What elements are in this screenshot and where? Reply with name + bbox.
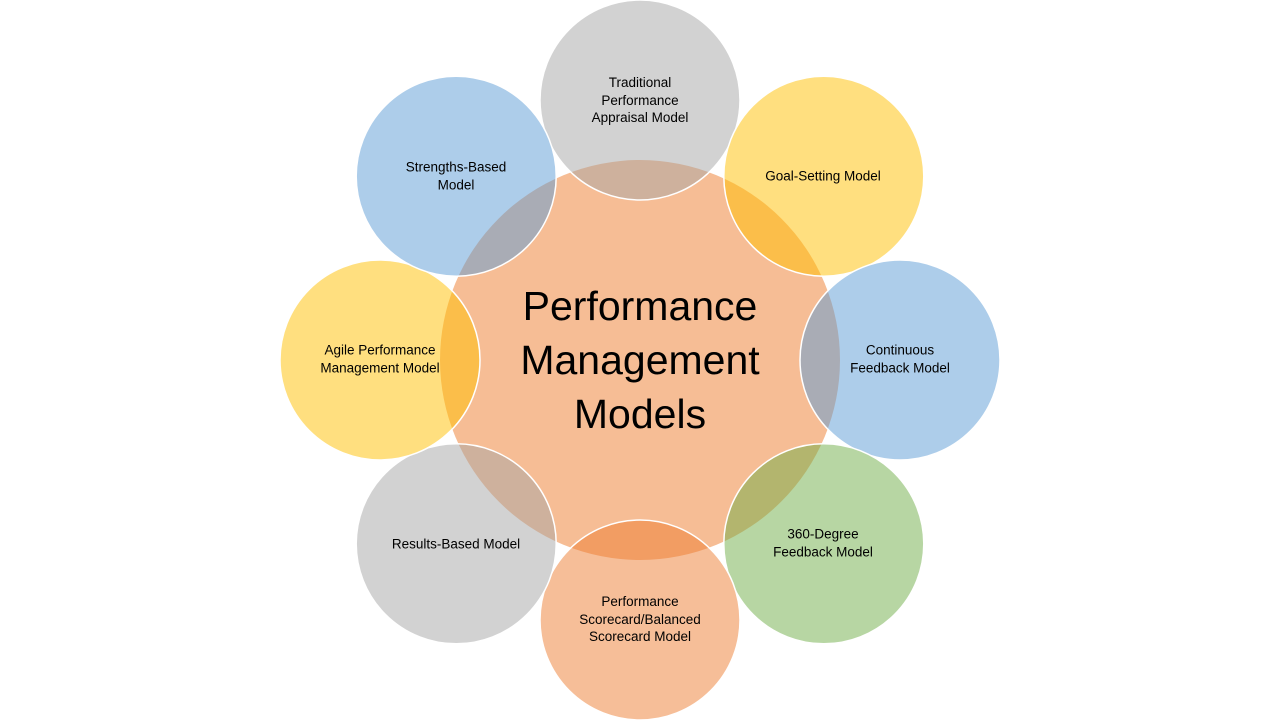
model-circle-scorecard — [539, 519, 741, 721]
model-label-agile: Agile Performance Management Model — [320, 342, 440, 376]
model-label-360-degree: 360-Degree Feedback Model — [773, 526, 873, 560]
model-label-scorecard: Performance Scorecard/Balanced Scorecard… — [579, 593, 701, 644]
model-label-goal-setting: Goal-Setting Model — [765, 168, 881, 184]
model-circle-continuous-feedback — [799, 259, 1001, 461]
model-circle-goal-setting — [723, 75, 925, 277]
model-label-strengths-based: Strengths-Based Model — [405, 159, 507, 193]
center-circle — [440, 160, 840, 560]
model-label-traditional: Traditional Performance Appraisal Model — [591, 74, 689, 125]
model-circle-360-degree — [723, 443, 925, 645]
model-label-results-based: Results-Based Model — [391, 536, 521, 552]
model-circle-agile — [279, 259, 481, 461]
model-circle-strengths-based — [355, 75, 557, 277]
model-circle-traditional — [539, 0, 741, 201]
model-label-continuous-feedback: Continuous Feedback Model — [850, 342, 950, 376]
center-title: Performance Management Models — [520, 283, 760, 437]
model-circle-results-based — [355, 443, 557, 645]
